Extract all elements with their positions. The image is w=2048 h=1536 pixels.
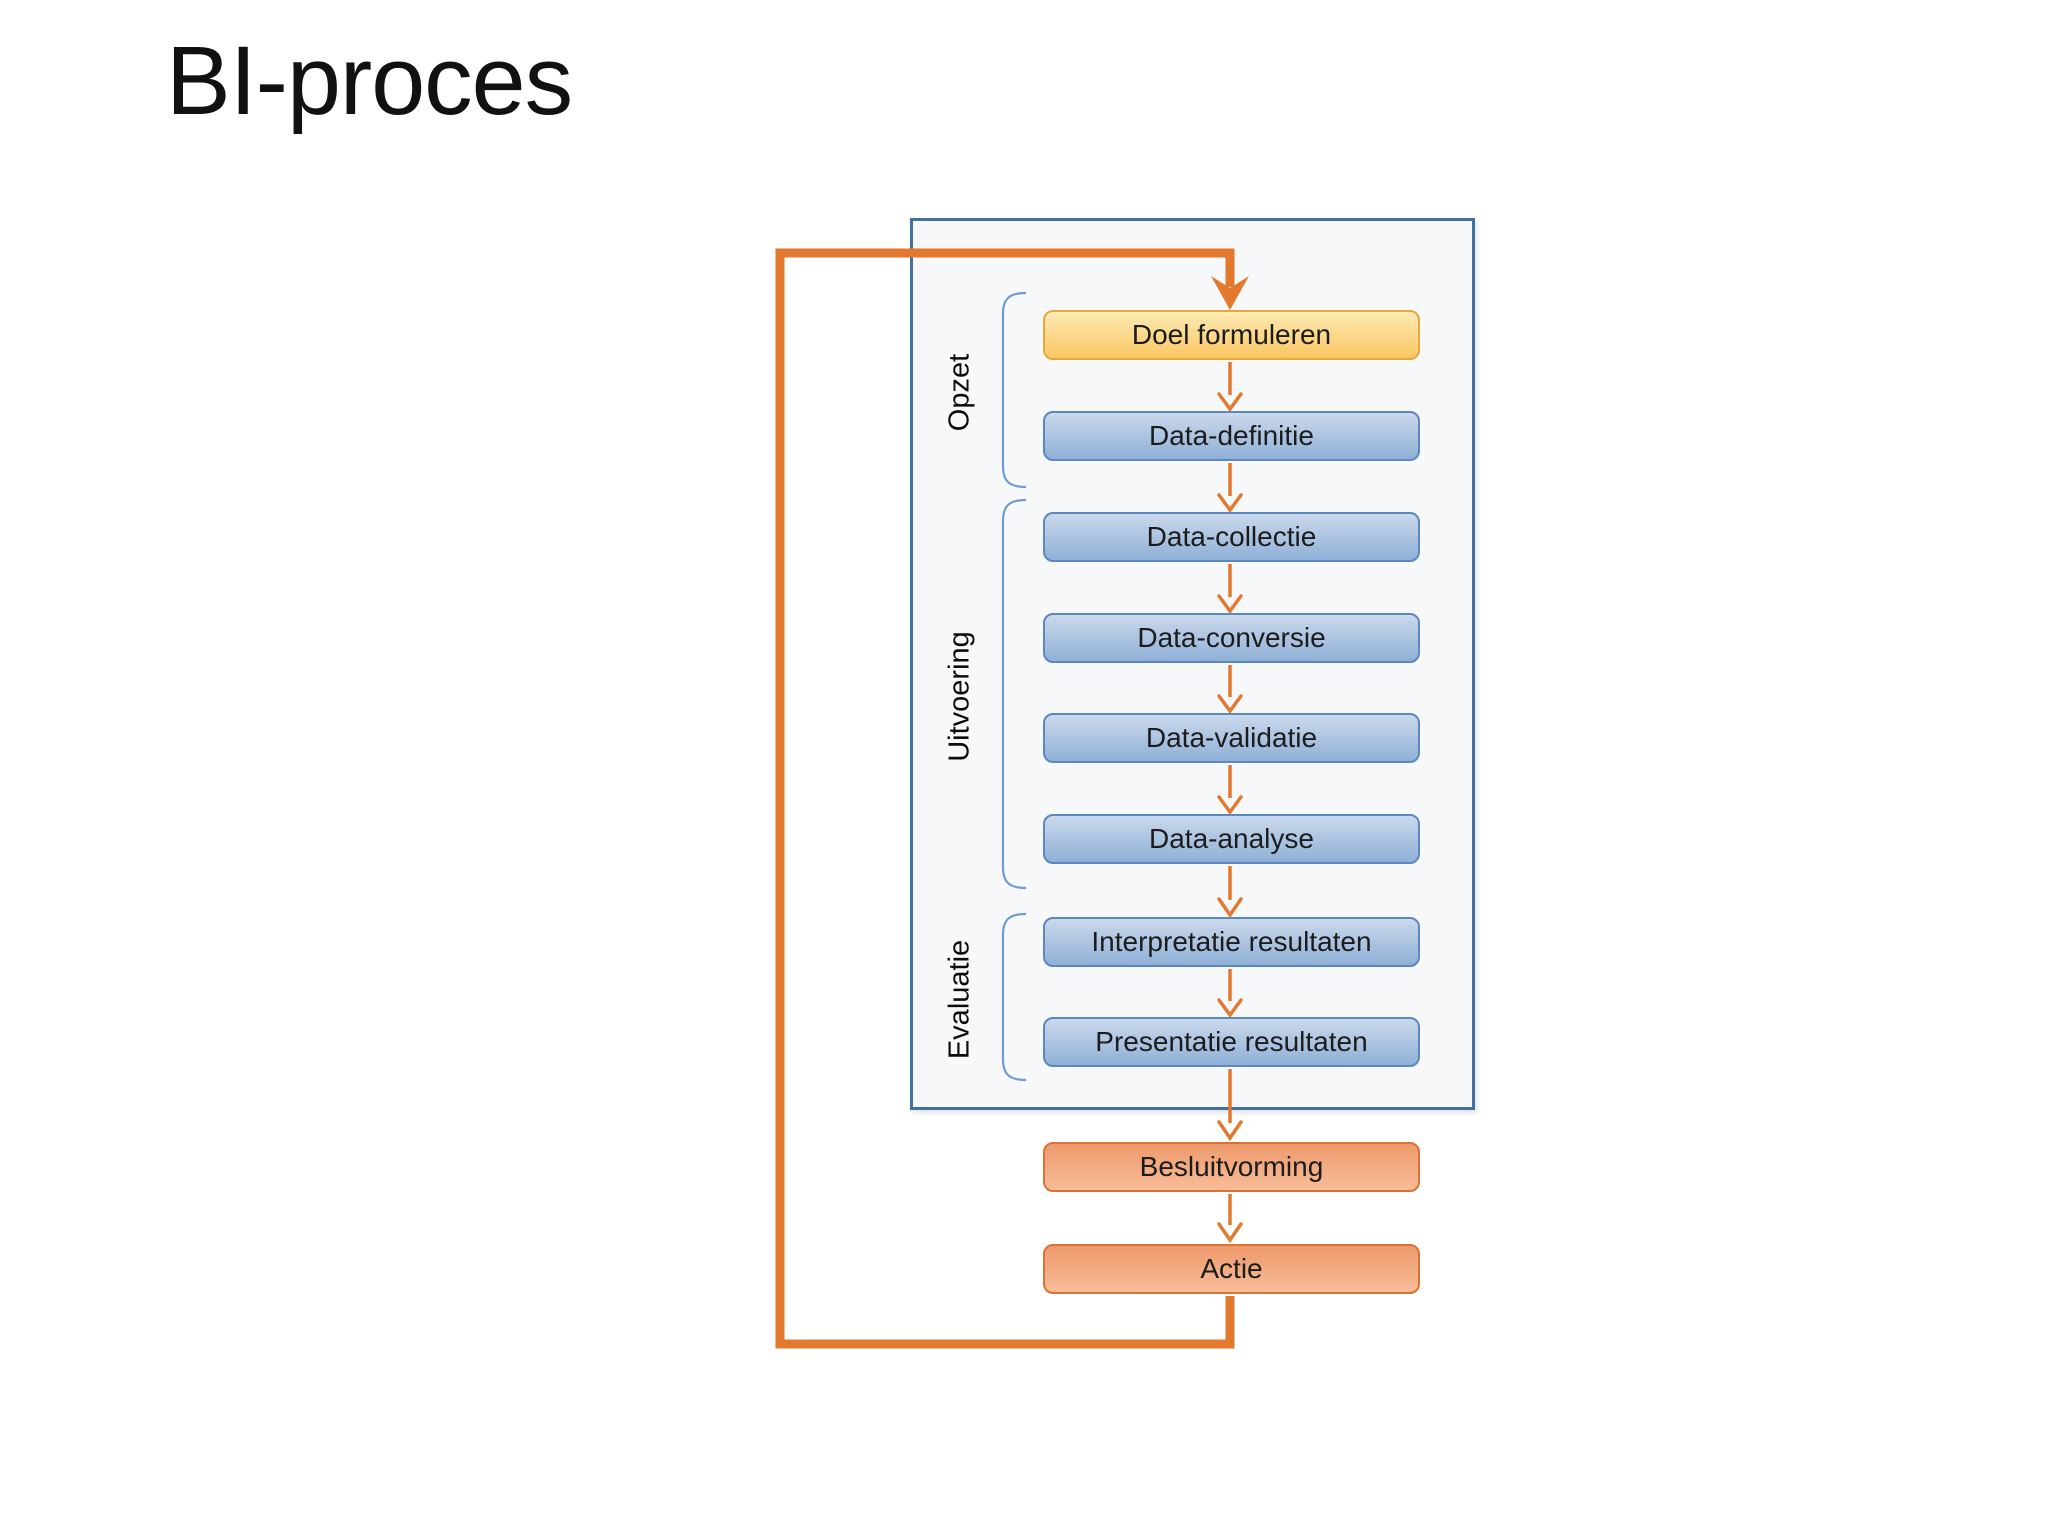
step-data-validatie: Data-validatie [1043,713,1420,763]
page-title: BI-proces [166,26,573,135]
step-besluitvorming: Besluitvorming [1043,1142,1420,1192]
step-data-conversie: Data-conversie [1043,613,1420,663]
step-presentatie-resultaten: Presentatie resultaten [1043,1017,1420,1067]
step-data-collectie: Data-collectie [1043,512,1420,562]
step-interpretatie-resultaten: Interpretatie resultaten [1043,917,1420,967]
phase-label-opzet: Opzet [943,353,976,432]
step-data-analyse: Data-analyse [1043,814,1420,864]
step-data-definitie: Data-definitie [1043,411,1420,461]
step-actie: Actie [1043,1244,1420,1294]
phase-label-uitvoering: Uitvoering [943,631,976,762]
phase-label-evaluatie: Evaluatie [943,939,976,1060]
flow-arrow-9 [1217,1194,1243,1244]
step-doel-formuleren: Doel formuleren [1043,310,1420,360]
duroi-logo: DU ROI Audit & Monitoring [0,1390,420,1530]
